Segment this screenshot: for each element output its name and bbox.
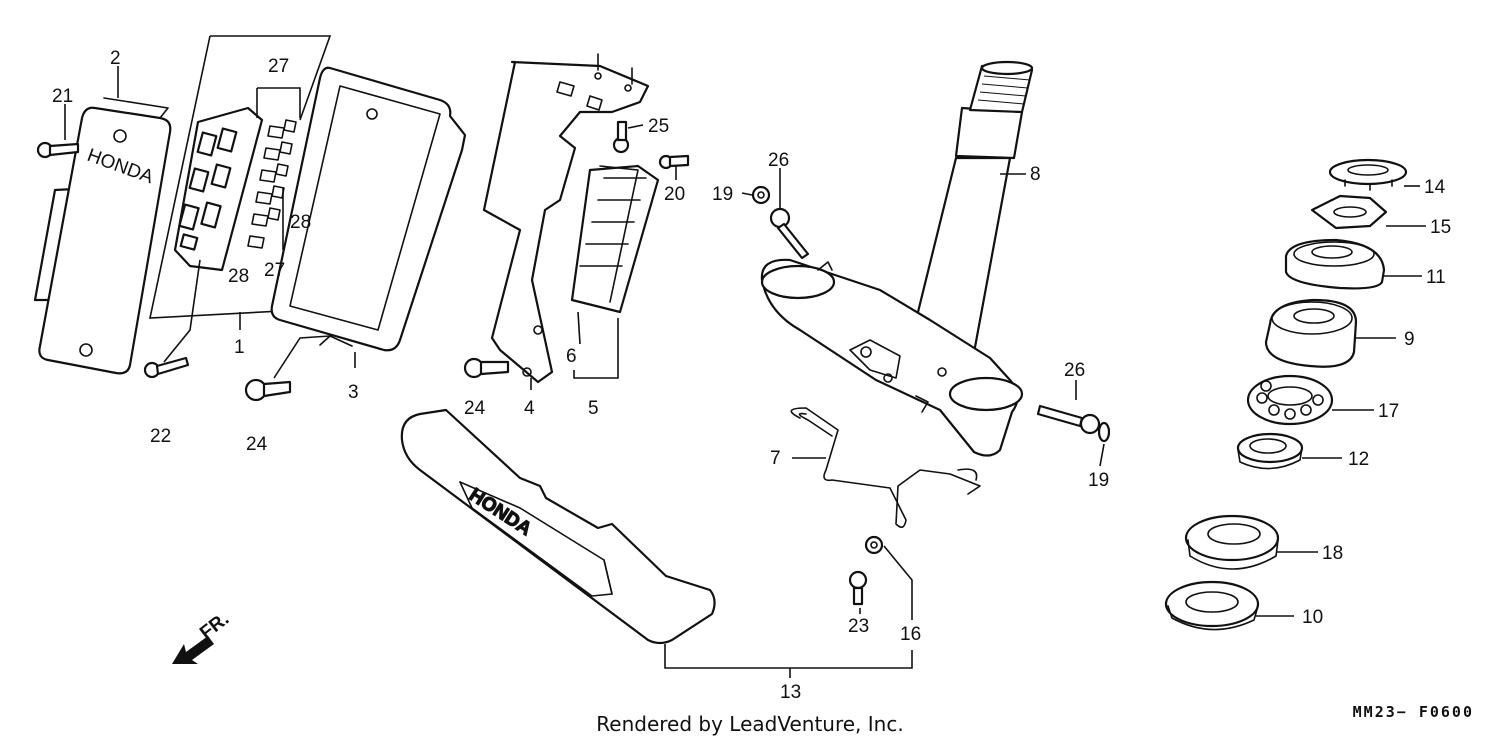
bolt-part-24b bbox=[463, 357, 510, 379]
nut-part-19b bbox=[1097, 421, 1111, 443]
mounting-plate-part-4 bbox=[482, 53, 650, 384]
callout-18: 18 bbox=[1322, 543, 1343, 564]
bolt-part-26b bbox=[1036, 404, 1101, 435]
callout-11: 11 bbox=[1426, 267, 1446, 288]
leader-lines bbox=[64, 66, 1426, 678]
callout-2: 2 bbox=[110, 48, 121, 69]
callout-8: 8 bbox=[1030, 164, 1041, 185]
callout-21: 21 bbox=[52, 86, 73, 107]
callout-26a: 26 bbox=[768, 150, 789, 171]
dust-seal-part-10 bbox=[1164, 580, 1260, 631]
footer-credit: Rendered by LeadVenture, Inc. bbox=[596, 712, 904, 736]
nut-part-19a bbox=[751, 185, 771, 205]
callout-9: 9 bbox=[1404, 329, 1415, 350]
adjusting-nut-part-11 bbox=[1284, 238, 1386, 290]
callout-3: 3 bbox=[348, 382, 359, 403]
top-nut-part-15 bbox=[1310, 194, 1388, 230]
callout-13: 13 bbox=[780, 682, 801, 703]
callout-20: 20 bbox=[664, 184, 685, 205]
callout-7: 7 bbox=[770, 448, 781, 469]
callout-16: 16 bbox=[900, 624, 921, 645]
callout-12: 12 bbox=[1348, 449, 1369, 470]
front-indicator-label: FR. bbox=[196, 609, 233, 644]
screw-part-22 bbox=[143, 356, 190, 379]
callout-24b: 24 bbox=[464, 398, 486, 419]
callout-24a: 24 bbox=[246, 434, 268, 455]
callout-15: 15 bbox=[1430, 217, 1451, 238]
bearing-race-part-12 bbox=[1236, 432, 1304, 470]
callout-28b: 28 bbox=[228, 266, 249, 287]
lower-cover-part-13: HONDA bbox=[400, 408, 716, 645]
callout-22: 22 bbox=[150, 426, 171, 447]
bolt-part-21 bbox=[36, 141, 80, 159]
screw-part-25 bbox=[612, 120, 630, 154]
front-cover-part-2: HONDA bbox=[33, 97, 172, 375]
wire-clip-part-7 bbox=[790, 407, 981, 528]
callout-19a: 19 bbox=[712, 184, 733, 205]
callout-26b: 26 bbox=[1064, 360, 1085, 381]
callout-27a: 27 bbox=[268, 56, 289, 77]
dust-seal-part-9 bbox=[1264, 298, 1358, 368]
screw-part-20 bbox=[658, 154, 690, 170]
callout-labels: 1 2 3 4 5 6 7 8 9 10 11 12 13 14 15 16 1… bbox=[52, 48, 1451, 703]
callout-5: 5 bbox=[588, 398, 599, 419]
callout-28a: 28 bbox=[290, 212, 311, 233]
callout-1: 1 bbox=[234, 337, 245, 358]
front-direction-arrow-icon: FR. bbox=[172, 609, 233, 664]
fuse-box-part-1 bbox=[149, 35, 332, 319]
bolt-part-24a bbox=[244, 378, 292, 402]
callout-25: 25 bbox=[648, 116, 669, 137]
lock-washer-part-14 bbox=[1328, 158, 1408, 191]
callout-27b: 27 bbox=[264, 260, 285, 281]
collar-part-16 bbox=[864, 535, 884, 555]
regulator-part-6 bbox=[570, 164, 660, 314]
callout-4: 4 bbox=[524, 398, 535, 419]
callout-19b: 19 bbox=[1088, 470, 1109, 491]
callout-23: 23 bbox=[848, 616, 869, 637]
callout-6: 6 bbox=[566, 346, 577, 367]
bolt-part-23 bbox=[848, 570, 868, 606]
fuse-box-case-part-3 bbox=[270, 66, 467, 352]
steering-stem-part-8 bbox=[760, 60, 1034, 457]
bolt-part-26a bbox=[769, 207, 810, 260]
callout-10: 10 bbox=[1302, 607, 1323, 628]
callout-14: 14 bbox=[1424, 177, 1446, 198]
callout-17: 17 bbox=[1378, 401, 1399, 422]
diagram-code: MM23− F0600 bbox=[1352, 703, 1474, 721]
ball-race-part-17 bbox=[1246, 374, 1334, 426]
bearing-part-18 bbox=[1184, 514, 1280, 570]
